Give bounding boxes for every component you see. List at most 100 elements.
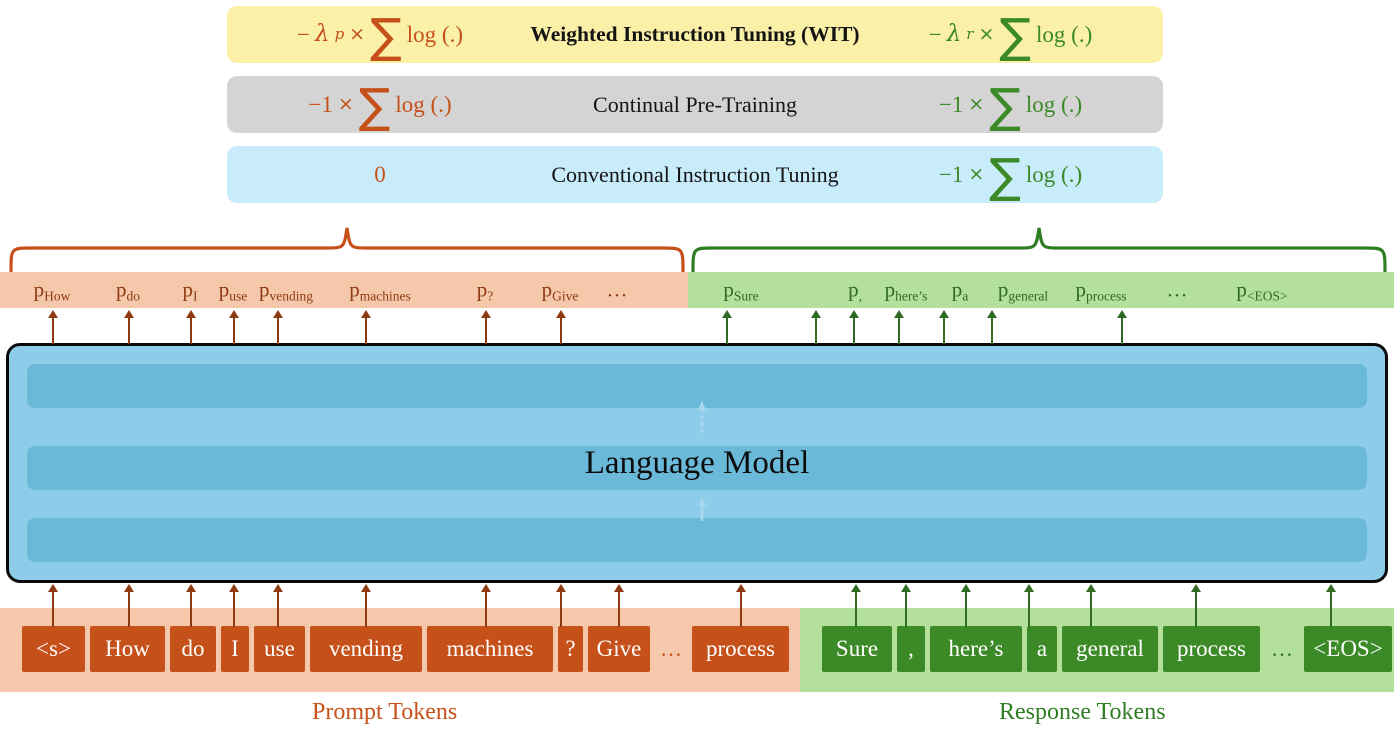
probability-token: puse xyxy=(218,277,248,304)
wit-right-times: × xyxy=(978,23,995,45)
cpt-right-times: × xyxy=(968,93,985,115)
wit-row-title: Weighted Instruction Tuning (WIT) xyxy=(530,22,860,46)
prompt-input-arrow xyxy=(736,584,746,627)
cit-left-sign: 0 xyxy=(374,162,386,187)
token-box: Sure xyxy=(822,626,892,672)
response-input-arrow xyxy=(1024,584,1034,627)
response-output-arrow xyxy=(987,310,997,344)
probability-token: pa xyxy=(951,277,969,304)
prompt-input-arrow xyxy=(481,584,491,627)
probability-token: pmachines xyxy=(349,277,411,304)
prompt-input-arrow xyxy=(273,584,283,627)
token-box: How xyxy=(90,626,165,672)
cpt-left-sigma: ∑ xyxy=(358,78,391,134)
language-model-title: Language Model xyxy=(584,444,810,481)
response-input-arrow xyxy=(1326,584,1336,627)
wit-left-lambda: λ xyxy=(314,21,330,47)
cpt-row-title: Continual Pre-Training xyxy=(593,91,797,117)
probability-token: pprocess xyxy=(1075,277,1127,304)
token-box: process xyxy=(692,626,789,672)
token-box: use xyxy=(254,626,305,672)
prompt-output-arrow xyxy=(481,310,491,344)
token-box: machines xyxy=(427,626,553,672)
cpt-left-sign: −1 xyxy=(308,92,333,117)
probability-ellipsis: … xyxy=(606,277,630,302)
language-model-title-wrap: Language Model xyxy=(9,346,1385,580)
prompt-output-arrow xyxy=(361,310,371,344)
wit-left-subscript: p xyxy=(334,25,345,43)
response-output-arrow xyxy=(811,310,821,344)
cpt-right-sigma: ∑ xyxy=(989,78,1021,134)
cit-row-title: Conventional Instruction Tuning xyxy=(551,161,839,187)
probability-token: p, xyxy=(848,277,862,304)
response-input-arrow xyxy=(901,584,911,627)
prompt-input-arrow xyxy=(124,584,134,627)
token-box: general xyxy=(1062,626,1158,672)
response-output-arrow xyxy=(894,310,904,344)
response-output-arrow xyxy=(1117,310,1127,344)
probability-token: pI xyxy=(182,277,198,304)
wit-right-sigma: ∑ xyxy=(999,8,1032,64)
lm-flow-arrow-upper xyxy=(697,400,707,434)
response-input-arrow xyxy=(851,584,861,627)
wit-right-lambda: λ xyxy=(946,21,962,47)
wit-left-sigma: ∑ xyxy=(370,8,402,64)
prompt-input-arrow xyxy=(556,584,566,627)
wit-left-sign: − xyxy=(297,22,310,47)
token-box: vending xyxy=(310,626,422,672)
wit-right-subscript: r xyxy=(966,25,974,43)
token-box: process xyxy=(1163,626,1260,672)
probability-token: p? xyxy=(476,277,494,304)
prompt-output-arrow xyxy=(124,310,134,344)
token-box: , xyxy=(897,626,925,672)
probability-ellipsis: … xyxy=(1166,277,1190,302)
prompt-output-arrow xyxy=(273,310,283,344)
prompt-output-arrow xyxy=(556,310,566,344)
cit-right-sign: −1 xyxy=(938,162,964,187)
language-model-box: Language Model xyxy=(6,343,1388,583)
prompt-brace xyxy=(8,226,686,272)
response-output-arrow xyxy=(939,310,949,344)
wit-left-times: × xyxy=(349,23,366,45)
cit-response-loss-formula: −1 × ∑ log (.) xyxy=(878,148,1143,204)
response-output-arrow xyxy=(722,310,732,344)
response-input-arrow xyxy=(961,584,971,627)
loss-row-continual-pretraining: −1 × ∑ log (.) Continual Pre-Training −1… xyxy=(227,76,1163,133)
cit-row-title-wrap: Conventional Instruction Tuning xyxy=(551,162,838,188)
cit-right-sigma: ∑ xyxy=(989,148,1021,204)
prompt-tokens-caption: Prompt Tokens xyxy=(312,699,458,725)
prompt-input-arrow xyxy=(48,584,58,627)
cit-prompt-loss-formula: 0 xyxy=(255,163,505,186)
token-box: a xyxy=(1027,626,1057,672)
wit-row-title-wrap: Weighted Instruction Tuning (WIT) xyxy=(530,22,859,47)
probability-token: pSure xyxy=(723,277,759,304)
cpt-left-log: log (.) xyxy=(395,92,452,117)
probability-token: pHow xyxy=(33,277,71,304)
prompt-input-arrow xyxy=(614,584,624,627)
response-output-arrow xyxy=(849,310,859,344)
cpt-response-loss-formula: −1 × ∑ log (.) xyxy=(878,78,1143,134)
token-ellipsis: … xyxy=(660,636,682,661)
response-tokens-caption: Response Tokens xyxy=(999,699,1166,725)
cpt-right-log: log (.) xyxy=(1025,92,1083,117)
probability-token: pdo xyxy=(116,277,140,304)
prompt-input-arrow xyxy=(229,584,239,627)
probability-token: phere’s xyxy=(884,277,928,304)
token-ellipsis: … xyxy=(1271,636,1293,661)
lm-flow-arrow-lower xyxy=(697,496,707,530)
lm-layer-bar-3 xyxy=(27,518,1367,562)
wit-left-log: log (.) xyxy=(406,22,463,47)
probability-token: p<EOS> xyxy=(1236,277,1288,304)
token-box: Give xyxy=(588,626,650,672)
probability-token: pGive xyxy=(541,277,579,304)
lm-layer-bar-2 xyxy=(27,446,1367,490)
cpt-left-times: × xyxy=(337,93,354,115)
token-box: here’s xyxy=(930,626,1022,672)
cit-right-times: × xyxy=(968,163,985,185)
token-box: I xyxy=(221,626,249,672)
